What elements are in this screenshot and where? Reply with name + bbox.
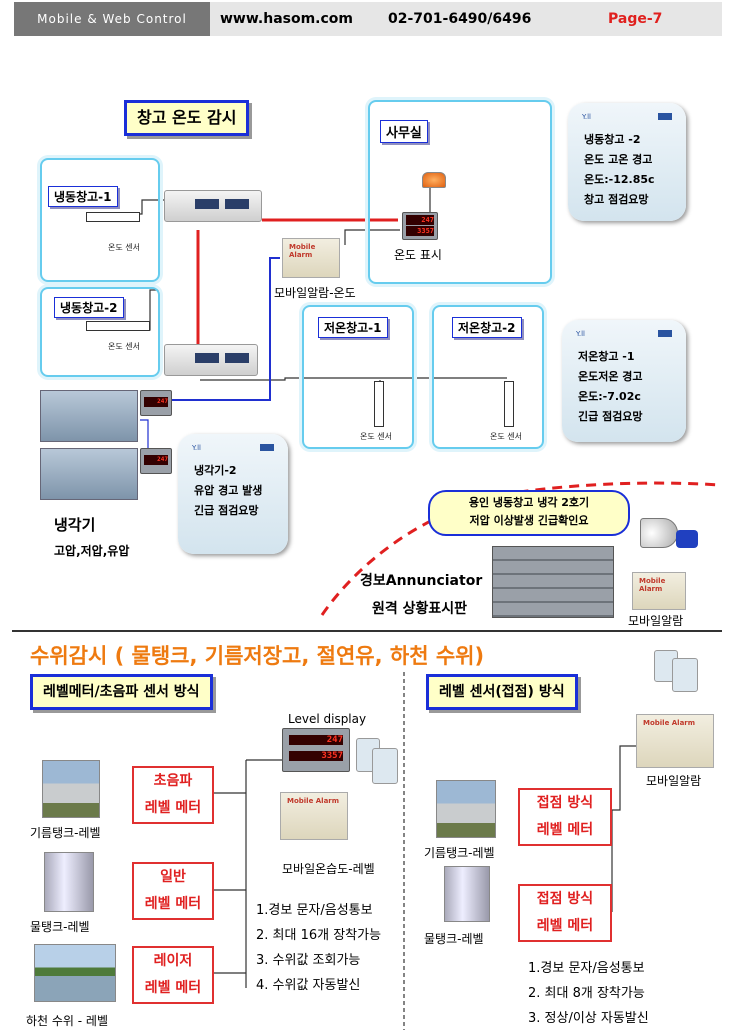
laser-level-meter: 레이저 레벨 메터 (132, 946, 214, 1004)
level-display-device: 247 3357 (282, 728, 350, 772)
general-level-meter: 일반 레벨 메터 (132, 862, 214, 920)
freezer1-sensor-label: 온도 센서 (108, 243, 140, 252)
chiller-machine-1 (40, 390, 138, 442)
low-temp1-sensor-probe (374, 381, 384, 427)
low-temp1-sensor-label: 온도 센서 (360, 432, 392, 441)
feature-item: 2. 최대 8개 장착가능 (528, 986, 645, 1001)
temp-display-label: 온도 표시 (394, 248, 442, 262)
water-right-features: 1.경보 문자/음성통보 2. 최대 8개 장착가능 3. 정상/이상 자동발신 (528, 956, 649, 1031)
freezer2-label: 냉동창고-2 (54, 297, 124, 318)
low-temp1-label: 저온창고-1 (318, 317, 388, 338)
feature-item: 3. 정상/이상 자동발신 (528, 1011, 649, 1026)
annunciator-panel (492, 546, 614, 618)
ultrasonic-level-meter: 초음파 레벨 메터 (132, 766, 214, 824)
water-tank-photo (444, 866, 490, 922)
mobile-alarm-temp-device: Mobile Alarm (282, 238, 340, 278)
level-display-label: Level display (288, 712, 367, 726)
phone-chiller-alert: Y.ll 냉각기-2 유압 경고 발생 긴급 점검요망 (178, 434, 288, 554)
river-label: 하천 수위 - 레벨 (26, 1014, 109, 1028)
cooling-unit-1 (164, 190, 262, 222)
annunciator-subtitle: 원격 상황표시판 (372, 601, 468, 617)
chiller-display-2: 247 (140, 448, 172, 474)
water-mobile-alarm-label: 모바일알람 (646, 774, 702, 788)
phone-signal-icon: Y.ll (192, 444, 274, 452)
office-panel: 사무실 247 3357 온도 표시 (368, 100, 552, 284)
water-tank-photo (44, 852, 94, 912)
freezer2-sensor-label: 온도 센서 (108, 342, 140, 351)
water-right-title: 레벨 센서(접점) 방식 (426, 674, 578, 710)
chiller-machine-2 (40, 448, 138, 500)
warehouse-title: 창고 온도 감시 (124, 100, 250, 136)
chiller-display-1: 247 (140, 390, 172, 416)
header-phone: 02-701-6490/6496 (388, 11, 532, 27)
annunciator-mobile-alarm-label: 모바일알람 (628, 614, 684, 628)
oil-tank-label-right: 기름탱크-레벨 (424, 846, 495, 860)
freezer1-label: 냉동창고-1 (48, 186, 118, 207)
freezer2-sensor-probe (86, 321, 150, 331)
feature-item: 4. 수위값 자동발신 (256, 978, 361, 993)
annunciator-message-bubble: 용인 냉동창고 냉각 2호기 저압 이상발생 긴급확인요 (428, 490, 630, 536)
oil-tank-photo (436, 780, 496, 838)
low-temp2-sensor-label: 온도 센서 (490, 432, 522, 441)
low-temp2-sensor-probe (504, 381, 514, 427)
annunciator-mobile-alarm-device: Mobile Alarm (632, 572, 686, 610)
mobile-temp-humid-device: Mobile Alarm (280, 792, 348, 840)
phone-freezer-alert: Y.ll 냉동창고 -2 온도 고온 경고 온도:-12.85c 창고 점검요망 (568, 103, 686, 221)
water-left-features: 1.경보 문자/음성통보 2. 최대 16개 장착가능 3. 수위값 조회가능 … (256, 898, 381, 998)
cooling-unit-2 (164, 344, 258, 376)
feature-item: 1.경보 문자/음성통보 (256, 903, 373, 918)
header-page-number: Page-7 (608, 11, 663, 27)
low-temp1-panel: 저온창고-1 온도 센서 (302, 305, 414, 449)
phone-lowtemp-alert: Y.ll 저온창고 -1 온도저온 경고 온도:-7.02c 긴급 점검요망 (562, 320, 686, 442)
river-photo (34, 944, 116, 1002)
feature-item: 3. 수위값 조회가능 (256, 953, 361, 968)
page-header: Mobile & Web Control www.hasom.com 02-70… (0, 0, 742, 38)
water-left-title: 레벨메터/초음파 센서 방식 (30, 674, 213, 710)
office-temp-display: 247 3357 (402, 212, 438, 240)
contact-level-meter-b: 접점 방식 레벨 메터 (518, 884, 612, 942)
feature-item: 2. 최대 16개 장착가능 (256, 928, 382, 943)
water-tank-label-right: 물탱크-레벨 (424, 932, 484, 946)
megaphone-icon (640, 518, 678, 548)
contact-level-meter-a: 접점 방식 레벨 메터 (518, 788, 612, 846)
alarm-lamp-icon (422, 172, 446, 188)
office-label: 사무실 (380, 120, 428, 143)
annunciator-title: 경보Annunciator (360, 573, 483, 589)
mobile-alarm-temp-label: 모바일알람-온도 (274, 286, 356, 300)
megaphone-handle (676, 530, 698, 548)
mobile-temp-humid-label: 모바일온습도-레벨 (282, 862, 375, 876)
water-section-title: 수위감시 ( 물탱크, 기름저장고, 절연유, 하천 수위) (30, 644, 485, 668)
low-temp2-panel: 저온창고-2 온도 센서 (432, 305, 544, 449)
header-url[interactable]: www.hasom.com (220, 11, 353, 27)
freezer1-panel: 냉동창고-1 온도 센서 (40, 158, 160, 282)
oil-tank-photo (42, 760, 100, 818)
tiny-phone-icon (372, 748, 398, 784)
chiller-subtitle: 고압,저압,유압 (54, 544, 130, 558)
tiny-phone-icon (672, 658, 698, 692)
header-brand: Mobile & Web Control (14, 2, 210, 36)
phone-signal-icon: Y.ll (582, 113, 672, 121)
phone-signal-icon: Y.ll (576, 330, 672, 338)
low-temp2-label: 저온창고-2 (452, 317, 522, 338)
chiller-title: 냉각기 (54, 516, 96, 534)
water-mobile-alarm-device: Mobile Alarm (636, 714, 714, 768)
feature-item: 1.경보 문자/음성통보 (528, 961, 645, 976)
freezer1-sensor-probe (86, 212, 140, 222)
water-tank-label: 물탱크-레벨 (30, 920, 90, 934)
freezer2-panel: 냉동창고-2 온도 센서 (40, 287, 160, 377)
oil-tank-label: 기름탱크-레벨 (30, 826, 101, 840)
header-bar (210, 2, 722, 36)
